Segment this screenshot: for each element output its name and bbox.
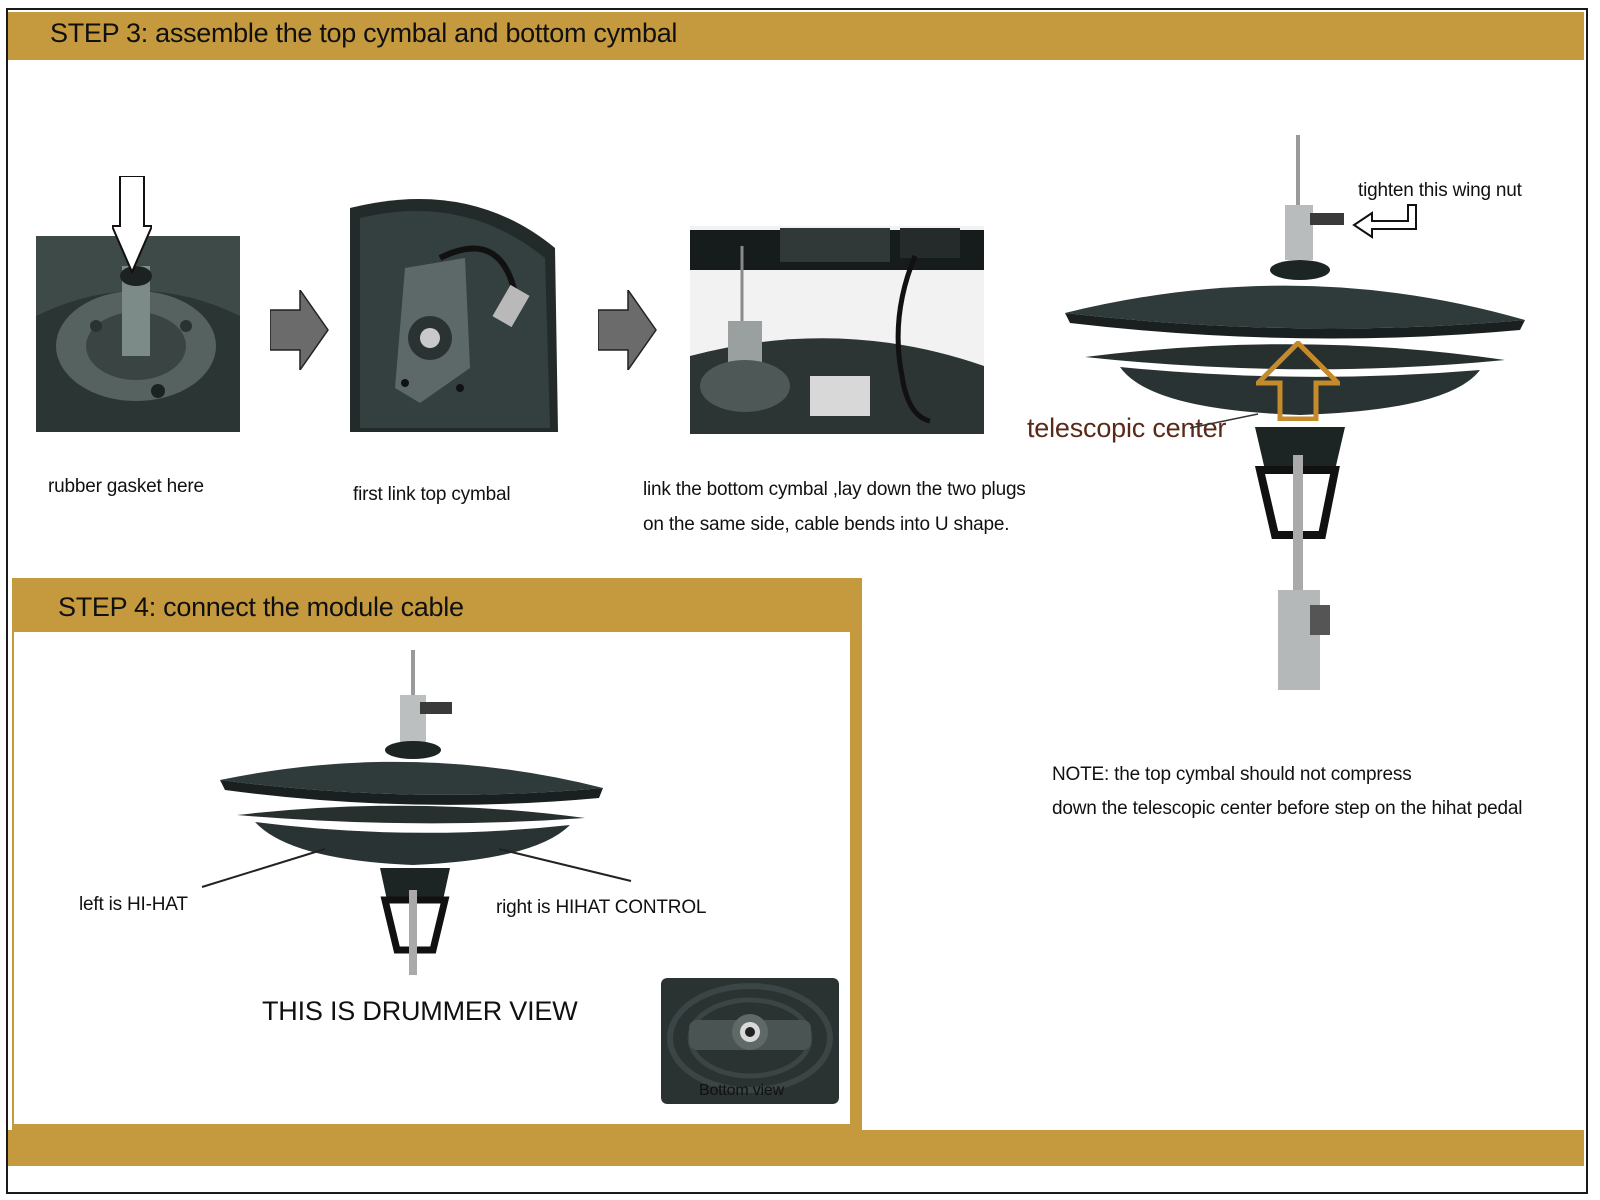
return-arrow-icon bbox=[1352, 204, 1417, 239]
step3-header-band bbox=[8, 12, 1584, 60]
photo-rubber-gasket bbox=[36, 176, 240, 432]
caption-bottom-line1: link the bottom cymbal ,lay down the two… bbox=[643, 479, 1026, 500]
right-arrow-icon bbox=[270, 290, 329, 370]
right-arrow-icon bbox=[598, 290, 657, 370]
up-arrow-icon bbox=[1256, 341, 1340, 421]
telescopic-leader-line bbox=[1190, 413, 1259, 429]
note-line1: NOTE: the top cymbal should not compress bbox=[1052, 764, 1412, 785]
note-text: NOTE: the top cymbal should not compress… bbox=[1052, 758, 1572, 826]
caption-bottom-line2: on the same side, cable bends into U sha… bbox=[643, 514, 1010, 535]
caption-bottom-cymbal-link: link the bottom cymbal ,lay down the two… bbox=[643, 472, 1063, 542]
caption-rubber-gasket: rubber gasket here bbox=[48, 476, 204, 497]
note-line2: down the telescopic center before step o… bbox=[1052, 798, 1523, 819]
photo-drummer-view-hihat bbox=[215, 650, 610, 980]
left-leader-line bbox=[201, 848, 326, 888]
photo-assembled-hihat bbox=[1060, 135, 1530, 710]
right-leader-line bbox=[498, 848, 632, 882]
caption-drummer-view: THIS IS DRUMMER VIEW bbox=[262, 996, 578, 1026]
photo-bottom-cymbal-link bbox=[690, 226, 984, 434]
caption-bottom-view: Bottom view bbox=[699, 1082, 784, 1099]
caption-left-hihat: left is HI-HAT bbox=[79, 894, 188, 915]
caption-right-hihat-control: right is HIHAT CONTROL bbox=[496, 897, 707, 918]
down-arrow-icon bbox=[112, 176, 152, 275]
step3-title: STEP 3: assemble the top cymbal and bott… bbox=[50, 18, 678, 48]
step4-title: STEP 4: connect the module cable bbox=[58, 592, 464, 622]
caption-top-cymbal-link: first link top cymbal bbox=[353, 484, 511, 505]
caption-wing-nut: tighten this wing nut bbox=[1358, 180, 1522, 201]
footer-band bbox=[8, 1130, 1584, 1166]
photo-top-cymbal-link bbox=[350, 188, 558, 432]
photo-bottom-view-inset: Bottom view bbox=[661, 978, 839, 1104]
